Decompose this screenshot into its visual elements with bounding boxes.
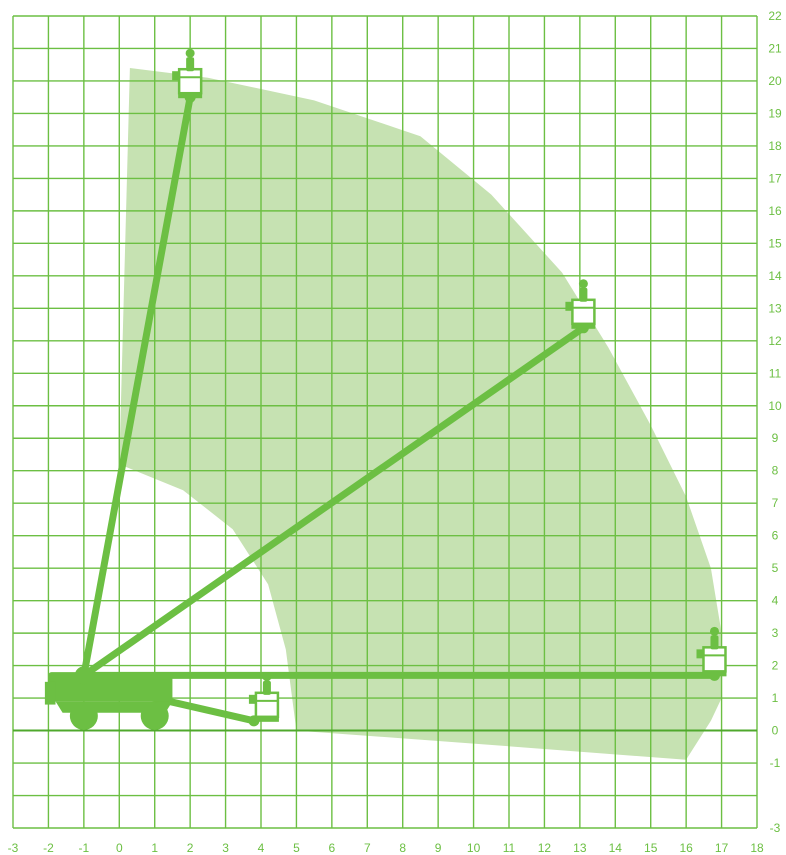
y-tick-label: 17 (768, 171, 782, 185)
operator-body (262, 680, 271, 695)
x-tick-label: 6 (329, 841, 336, 855)
control-box (172, 71, 180, 81)
y-tick-label: 18 (768, 139, 782, 153)
basket-frame (177, 67, 203, 95)
turret-pivot (74, 666, 93, 685)
y-tick-label: 16 (768, 204, 782, 218)
x-tick-label: 16 (679, 841, 693, 855)
y-tick-label: 14 (768, 269, 782, 283)
x-tick-label: 4 (258, 841, 265, 855)
y-tick-label: 2 (772, 659, 779, 673)
y-tick-label: -3 (770, 821, 781, 835)
y-tick-label: 0 (772, 724, 779, 738)
y-tick-label: 13 (768, 301, 782, 315)
y-tick-label: 21 (768, 41, 782, 55)
y-tick-label: 5 (772, 561, 779, 575)
boom-vertical (80, 93, 194, 679)
basket-floor (254, 716, 279, 722)
y-tick-label: 10 (768, 399, 782, 413)
x-tick-label: 14 (609, 841, 623, 855)
y-tick-label: 8 (772, 464, 779, 478)
basket-frame (254, 691, 280, 719)
operator-head (262, 672, 272, 682)
x-tick-label: -3 (8, 841, 19, 855)
y-tick-label: 3 (772, 626, 779, 640)
y-tick-label: 7 (772, 496, 779, 510)
work-platform (565, 279, 596, 329)
x-tick-label: 11 (503, 841, 516, 855)
x-tick-label: 18 (750, 841, 764, 855)
operator-head (578, 279, 588, 289)
working-envelope-area (119, 68, 722, 760)
y-tick-label: -1 (770, 756, 781, 770)
y-tick-label: 19 (768, 106, 782, 120)
x-tick-label: 2 (187, 841, 194, 855)
x-tick-label: 5 (293, 841, 300, 855)
x-tick-label: 12 (538, 841, 552, 855)
y-tick-label: 20 (768, 74, 782, 88)
rear-stabilizer (44, 681, 56, 705)
rear-wheel (69, 701, 98, 730)
control-box (565, 301, 573, 311)
operator-head (185, 48, 195, 58)
work-platform (172, 48, 203, 99)
operator-head (709, 626, 719, 636)
basket-floor (571, 323, 596, 329)
y-tick-label: 4 (772, 594, 779, 608)
work-platform (696, 626, 727, 677)
x-tick-label: 3 (222, 841, 229, 855)
operator-body (579, 287, 588, 302)
operator-body (186, 57, 195, 72)
machine-layer (44, 666, 173, 730)
y-tick-label: 9 (772, 431, 779, 445)
x-tick-label: 7 (364, 841, 371, 855)
front-wheel (140, 701, 169, 730)
chassis-body (48, 672, 173, 702)
x-tick-label: 15 (644, 841, 658, 855)
x-tick-label: 9 (435, 841, 442, 855)
work-platform (248, 672, 280, 722)
grid-layer (12, 15, 758, 829)
x-tick-label: 13 (573, 841, 587, 855)
basket-floor (702, 671, 727, 677)
y-tick-label: 6 (772, 529, 779, 543)
basket-floor (178, 93, 203, 99)
y-tick-label: 22 (768, 9, 782, 23)
x-tick-label: 1 (151, 841, 158, 855)
x-tick-label: 0 (116, 841, 123, 855)
y-tick-label: 11 (769, 366, 782, 380)
basket-frame (702, 646, 727, 673)
control-box (696, 649, 704, 659)
x-tick-label: 8 (399, 841, 406, 855)
boom-diagonal (80, 324, 587, 679)
operator-body (710, 635, 719, 650)
basket-frame (571, 298, 596, 326)
x-tick-label: -2 (43, 841, 54, 855)
working-envelope-layer (119, 68, 722, 760)
control-box (248, 694, 256, 704)
y-tick-label: 15 (768, 236, 782, 250)
y-tick-label: 12 (768, 334, 782, 348)
x-tick-label: -1 (79, 841, 90, 855)
platform-layer (172, 48, 727, 722)
y-tick-label: 1 (772, 691, 779, 705)
x-tick-label: 17 (715, 841, 729, 855)
x-tick-label: 10 (467, 841, 481, 855)
